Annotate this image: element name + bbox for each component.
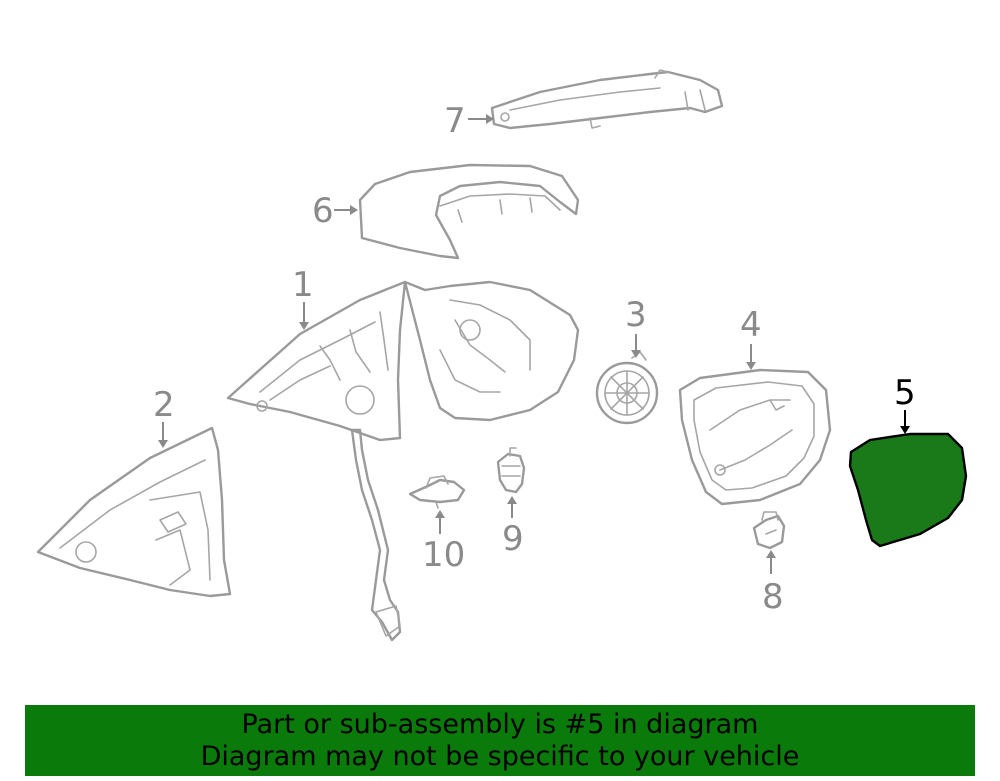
callout-label-10: 10: [422, 535, 465, 575]
notice-line-2: Diagram may not be specific to your vehi…: [200, 741, 800, 772]
notice-line-1: Part or sub-assembly is #5 in diagram: [241, 709, 759, 740]
callout-label-7: 7: [444, 101, 466, 141]
part-10-bracket[interactable]: [408, 475, 466, 509]
part-6-mirror-cap[interactable]: [358, 163, 580, 260]
callout-label-3: 3: [625, 295, 647, 335]
callout-6: 6: [312, 191, 358, 231]
callout-label-4: 4: [740, 305, 762, 345]
part-4-glass-frame[interactable]: [678, 368, 832, 506]
part-7-turn-signal[interactable]: [490, 69, 724, 130]
part-3-actuator[interactable]: [595, 351, 659, 425]
callout-8: 8: [762, 550, 784, 617]
part-1-mirror-assembly[interactable]: [226, 280, 580, 642]
callout-4: 4: [740, 305, 762, 370]
callout-label-6: 6: [312, 191, 334, 231]
callout-2: 2: [153, 385, 175, 448]
callout-label-9: 9: [502, 519, 524, 559]
callout-label-8: 8: [762, 577, 784, 617]
callout-label-1: 1: [292, 265, 314, 305]
callout-5: 5: [894, 373, 916, 434]
part-5-mirror-glass[interactable]: [848, 432, 968, 548]
notice-banner: Part or sub-assembly is #5 in diagram Di…: [25, 705, 975, 776]
part-8-clip[interactable]: [752, 511, 786, 550]
callout-10: 10: [422, 510, 465, 575]
callout-7: 7: [444, 101, 494, 141]
part-2-mirror-base[interactable]: [36, 426, 232, 598]
callout-1: 1: [292, 265, 314, 330]
callout-9: 9: [502, 496, 524, 559]
part-9-connector[interactable]: [496, 447, 526, 494]
callout-label-2: 2: [153, 385, 175, 425]
callout-3: 3: [625, 295, 647, 358]
callout-label-5: 5: [894, 373, 916, 413]
